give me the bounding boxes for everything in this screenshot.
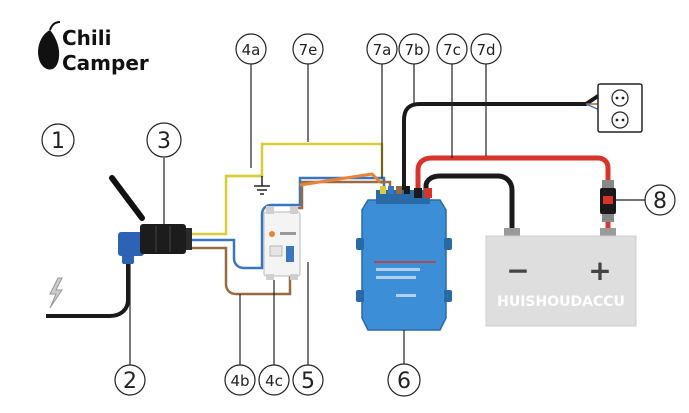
svg-text:8: 8 — [653, 189, 667, 214]
svg-text:7e: 7e — [299, 41, 318, 59]
house-battery: − + HUISHOUDACCU — [485, 228, 637, 327]
chili-camper-logo: Chili Camper — [38, 21, 149, 75]
negative-cable — [423, 173, 515, 232]
neutral-wire — [183, 176, 386, 270]
callout-6: 6 — [387, 363, 421, 397]
callout-3: 3 — [146, 122, 182, 158]
svg-text:4b: 4b — [230, 372, 249, 390]
brand-line-1: Chili — [62, 26, 111, 50]
svg-text:7c: 7c — [443, 41, 461, 59]
callout-leaders — [129, 64, 646, 366]
shore-power-cable — [46, 262, 130, 318]
circuit-breaker — [263, 206, 301, 280]
charger-unit — [356, 186, 452, 331]
callout-7b: 7b — [398, 33, 430, 65]
callout-4a: 4a — [235, 33, 267, 65]
positive-cable — [415, 155, 611, 198]
callout-8: 8 — [644, 184, 676, 216]
callout-7d: 7d — [470, 33, 502, 65]
svg-text:4c: 4c — [265, 372, 283, 390]
callout-4b: 4b — [224, 364, 256, 396]
callout-1: 1 — [41, 123, 75, 157]
battery-plus-sign: + — [588, 254, 611, 287]
svg-text:3: 3 — [157, 129, 171, 154]
svg-text:6: 6 — [397, 369, 411, 394]
svg-text:1: 1 — [51, 129, 65, 154]
battery-label: HUISHOUDACCU — [497, 294, 625, 310]
cee-inlet — [109, 175, 192, 264]
svg-text:4a: 4a — [242, 41, 261, 59]
callout-2: 2 — [114, 364, 146, 396]
ac-output-cable — [402, 90, 606, 190]
callout-5: 5 — [292, 364, 324, 396]
ground-symbol-icon — [254, 176, 270, 195]
callout-7e: 7e — [292, 33, 324, 65]
lightning-icon — [49, 277, 63, 309]
callout-4c: 4c — [258, 364, 290, 396]
svg-text:5: 5 — [301, 369, 315, 394]
callout-7a: 7a — [366, 33, 398, 65]
svg-text:2: 2 — [123, 369, 137, 394]
svg-text:7b: 7b — [404, 41, 423, 59]
callout-7c: 7c — [436, 33, 468, 65]
svg-text:7a: 7a — [373, 41, 392, 59]
svg-text:7d: 7d — [476, 41, 495, 59]
chili-pepper-icon — [38, 30, 60, 70]
battery-minus-sign: − — [506, 254, 529, 287]
inline-fuse-icon — [600, 180, 616, 222]
brand-line-2: Camper — [62, 51, 149, 75]
breaker-output-wire — [299, 172, 382, 187]
wall-socket-icon — [597, 83, 643, 133]
